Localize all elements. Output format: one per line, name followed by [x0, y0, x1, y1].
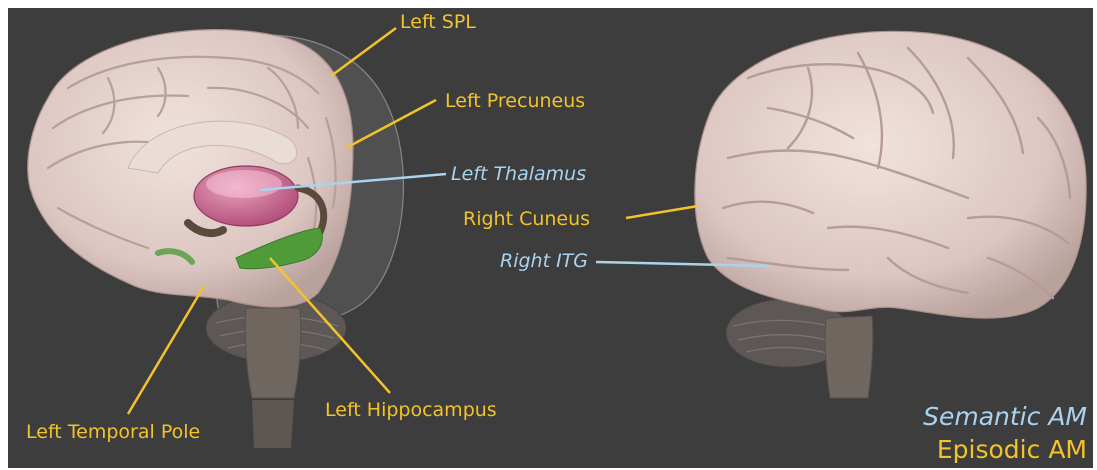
- medial-cortex: [28, 30, 353, 307]
- leader-left-temporal-pole: [128, 286, 204, 414]
- lateral-brain-view: [695, 31, 1086, 398]
- brain-illustration: [8, 8, 1093, 468]
- label-left-thalamus: Left Thalamus: [451, 165, 586, 184]
- leader-left-spl: [331, 28, 396, 76]
- right-brainstem: [825, 316, 873, 398]
- label-left-precuneus: Left Precuneus: [445, 92, 585, 111]
- brainstem: [245, 308, 301, 398]
- label-right-itg: Right ITG: [500, 252, 588, 271]
- figure-canvas: Left SPL Left Precuneus Left Thalamus Ri…: [8, 8, 1093, 468]
- medial-brain-view: [28, 30, 404, 448]
- legend-episodic: Episodic AM: [937, 437, 1087, 462]
- leader-right-cuneus: [626, 206, 698, 218]
- label-left-hippocampus: Left Hippocampus: [325, 401, 497, 420]
- legend-semantic: Semantic AM: [923, 404, 1087, 429]
- label-left-spl: Left SPL: [400, 13, 476, 32]
- label-right-cuneus: Right Cuneus: [463, 210, 590, 229]
- label-left-temporal-pole: Left Temporal Pole: [26, 423, 200, 442]
